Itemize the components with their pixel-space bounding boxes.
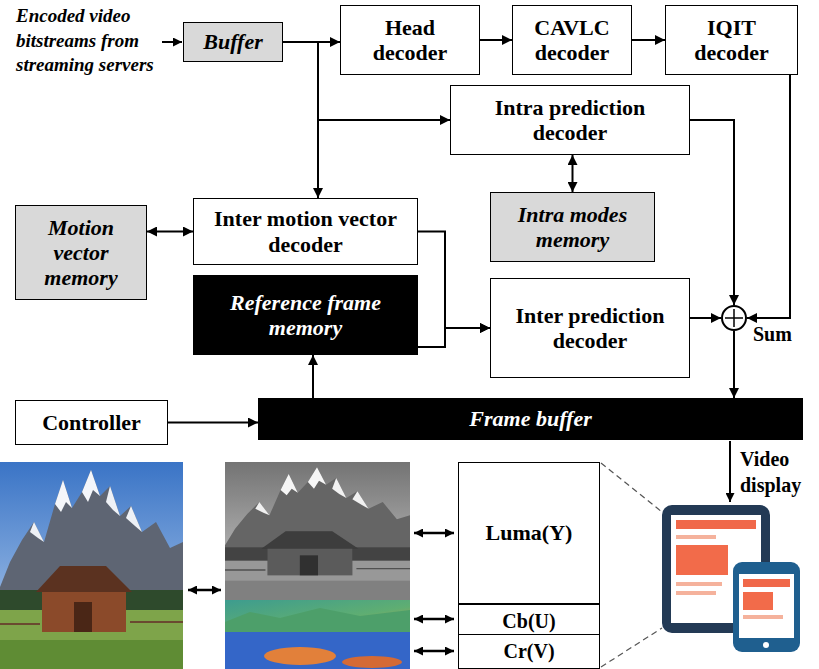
tablet-icon [676,582,722,586]
process-box: Inter prediction decoder [490,278,690,378]
flow-arrow [690,317,721,319]
flow-arrow [733,331,735,398]
node-label: Controller [42,410,141,435]
node-label: Inter prediction decoder [499,303,681,354]
flow-arrow [632,39,665,41]
phone-icon [743,592,773,610]
input-arrow [162,41,182,43]
flow-arrow [480,39,512,41]
annotation-label: Encoded video bitstreams from streaming … [16,4,156,78]
process-box: Head decoder [340,5,480,75]
cr-image [264,647,336,665]
flow-arrow [312,355,314,398]
node-label: Frame buffer [469,406,591,431]
buffer-band: Frame buffer [258,398,803,440]
node-label: Motion vector memory [24,215,138,291]
leader-line [601,628,662,667]
flow-arrow [747,75,790,318]
node-label: Inter motion vector decoder [202,206,409,257]
flow-arrow [147,231,193,233]
flow-arrow [690,120,734,305]
double-arrow [414,618,454,621]
process-box: CAVLC decoder [512,5,632,75]
node-label: Buffer [203,29,263,54]
tablet-icon [676,535,716,539]
phone-icon [743,579,790,587]
node-label: Cr(V) [503,640,554,663]
sum-junction: Sum [721,305,747,331]
tablet-icon [676,591,716,595]
node-label: Luma(Y) [486,520,573,545]
flow-arrow [572,155,574,192]
node-label: Head decoder [349,15,471,66]
color-photo [0,462,183,669]
cb-image [225,600,410,632]
double-arrow [414,532,454,535]
memory-box: Motion vector memory [15,205,147,300]
process-box: Controller [15,400,168,445]
tablet-icon [676,520,756,529]
process-box: Inter motion vector decoder [193,198,418,265]
node-label: CAVLC decoder [521,15,623,66]
component-box: Cr(V) [458,634,600,669]
buffer-box: Buffer [183,22,283,62]
memory-box: Reference frame memory [193,275,418,355]
plus-sign [725,317,743,319]
cb-image [225,608,410,632]
output-arrow [729,441,731,502]
tablet-icon [676,545,728,575]
node-label: Sum [753,323,792,346]
node-label: IQIT decoder [674,15,789,66]
flow-arrow [283,42,318,198]
node-label: Cb(U) [502,610,555,633]
node-label: Intra prediction decoder [459,95,681,146]
annotation-label: Video display [740,446,818,498]
double-arrow [188,589,221,592]
cr-image [225,632,410,669]
flow-arrow [418,232,490,329]
phone-icon [739,574,794,638]
process-box: Intra prediction decoder [450,85,690,155]
flow-arrow [168,422,258,424]
phone-icon [743,615,783,619]
phone-icon [733,562,800,652]
sum-circle [722,306,746,330]
phone-icon [763,642,769,648]
leader-line [601,463,662,512]
process-box: IQIT decoder [665,5,798,75]
sum-circle [721,305,747,331]
memory-box: Intra modes memory [490,192,655,262]
node-label: Reference frame memory [202,290,409,341]
node-label: Intra modes memory [499,202,646,253]
component-box: Luma(Y) [458,462,600,604]
flow-arrow [418,328,490,347]
double-arrow [414,650,454,653]
phone-icon [733,562,800,652]
luma-image [225,462,410,600]
cr-image [342,656,402,668]
